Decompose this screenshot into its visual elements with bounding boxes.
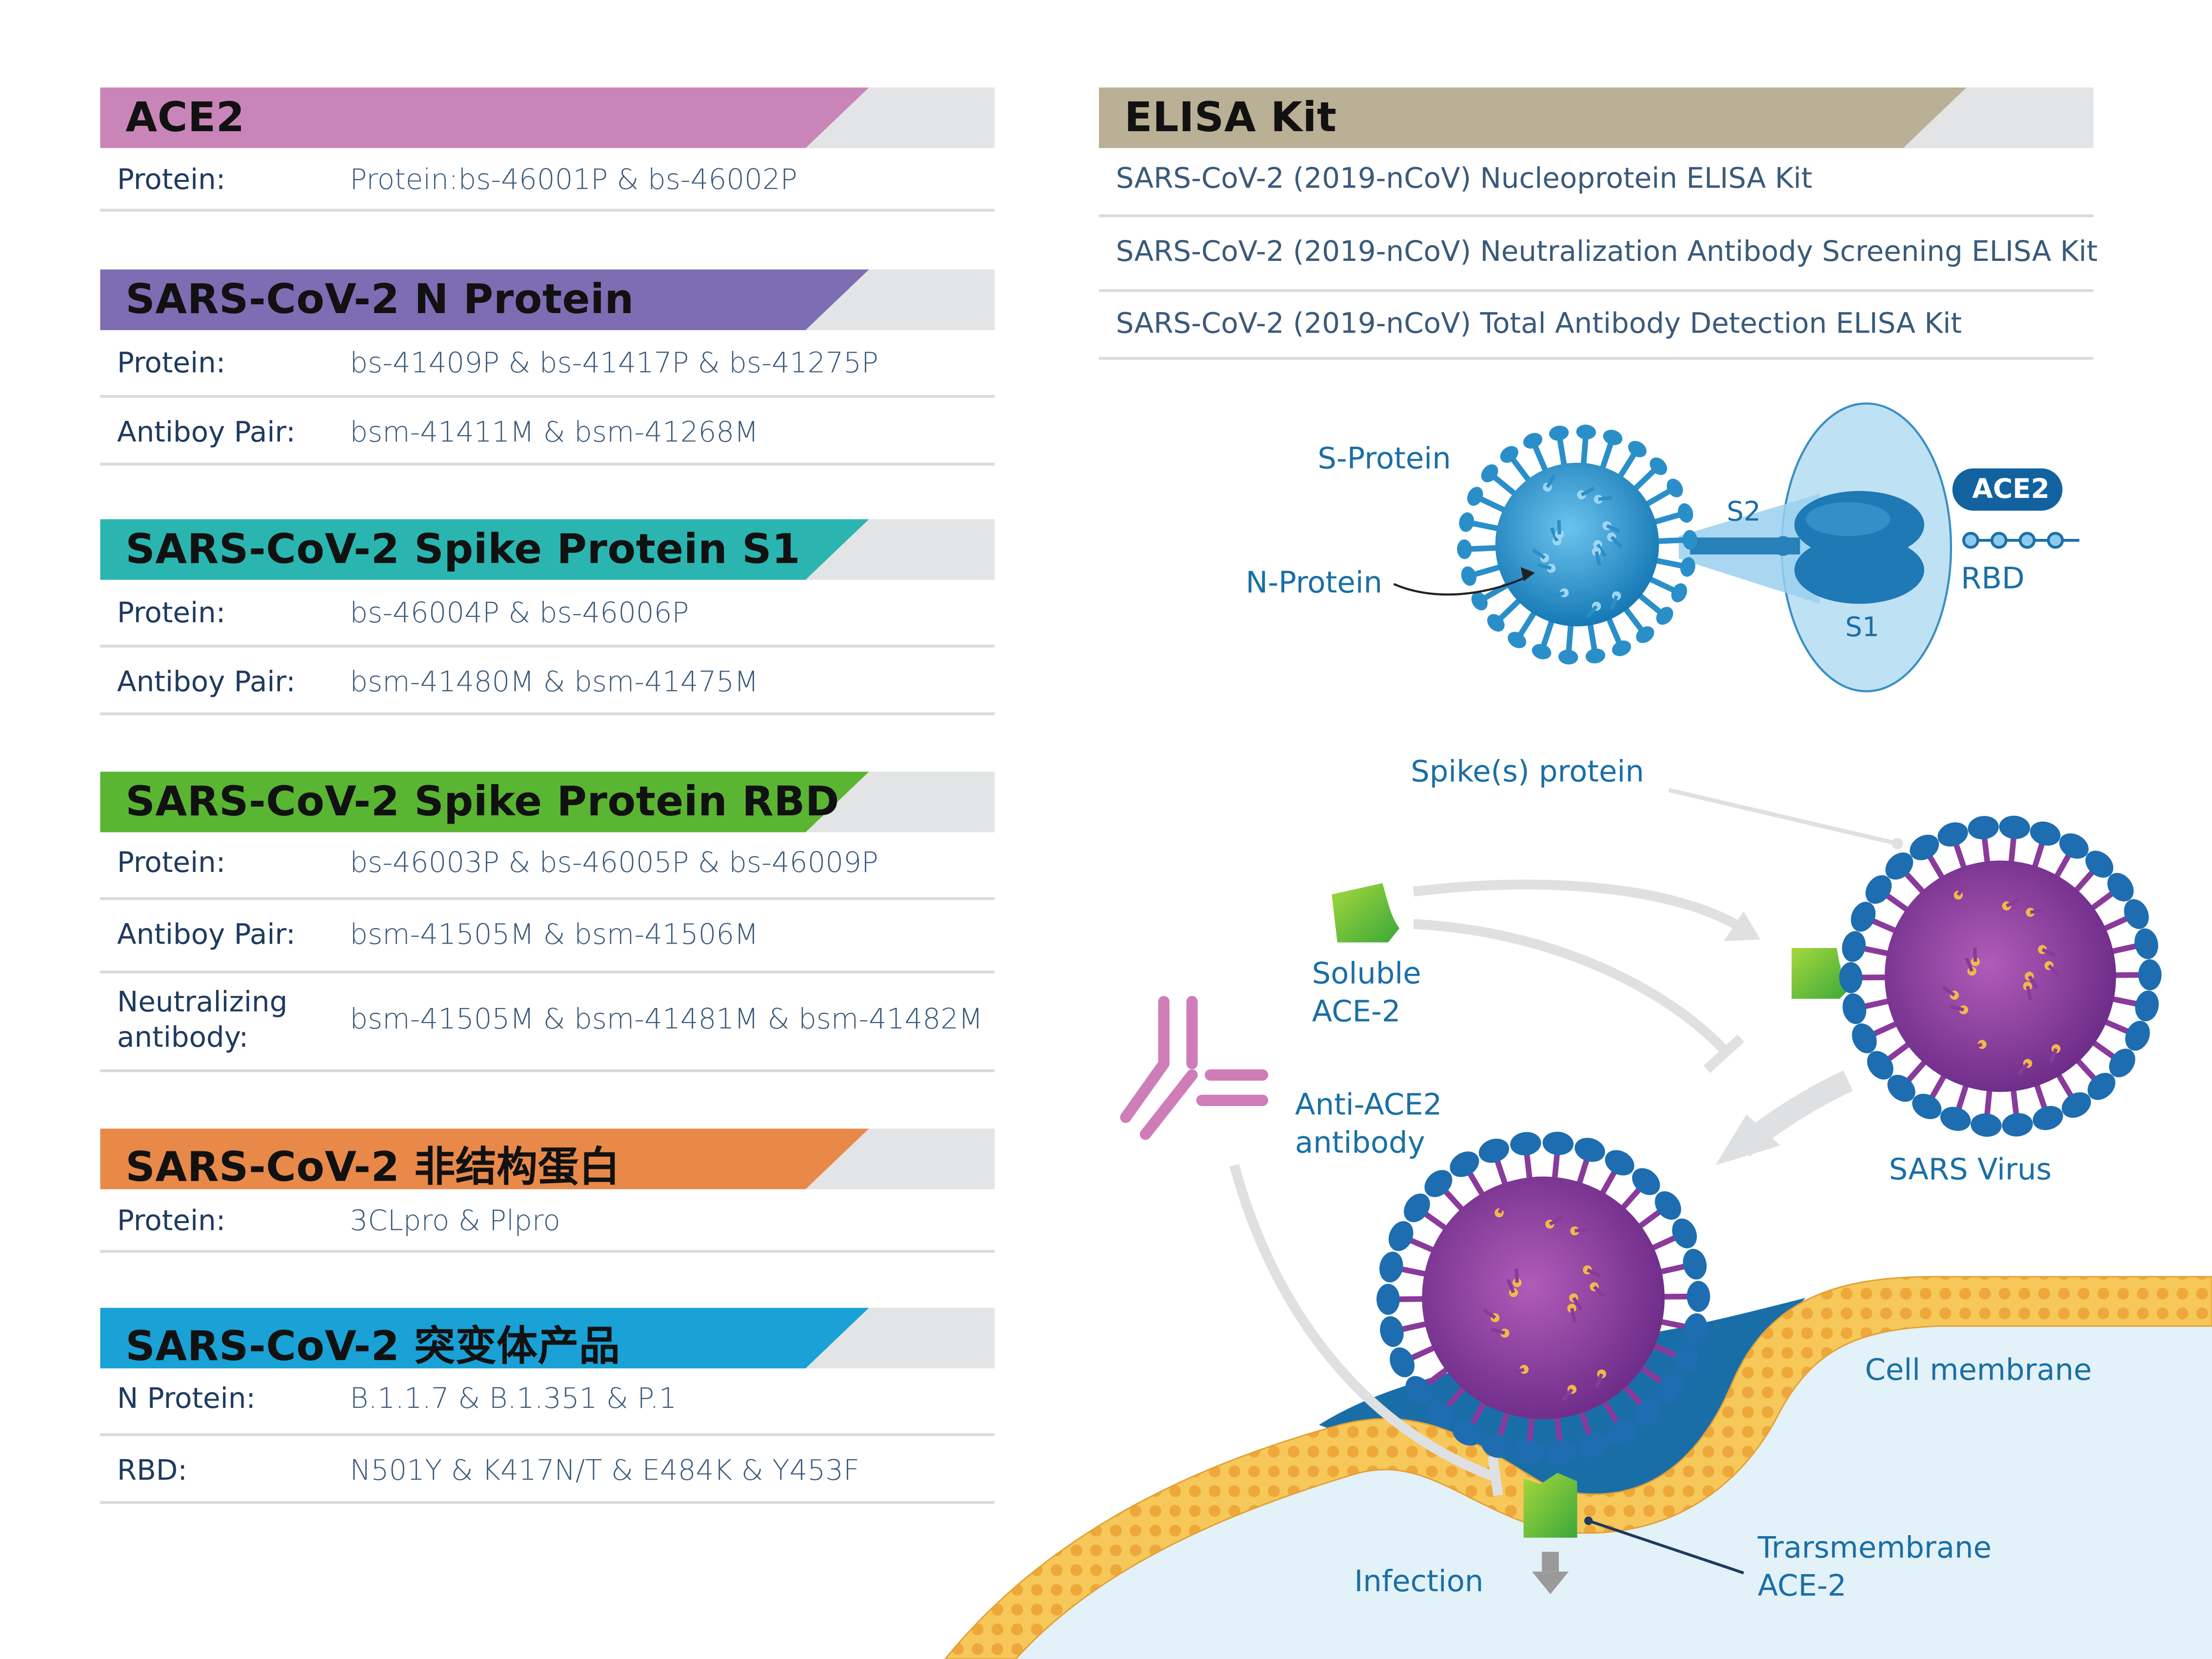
section-header: SARS-CoV-2 突变体产品 <box>100 1307 995 1370</box>
row-value: bs-46003P & bs-46005P & bs-46009P <box>350 845 878 879</box>
cell-membrane <box>944 1276 2212 1659</box>
spike-ace2-diagram <box>1393 402 2080 692</box>
coronavirus-icon <box>1457 424 1697 665</box>
product-row: Protein: bs-41409P & bs-41417P & bs-41275… <box>100 330 995 398</box>
infection-diagram <box>944 788 2212 1659</box>
row-value: bsm-41505M & bsm-41481M & bsm-41482M <box>350 1001 983 1036</box>
s1-label: S1 <box>1845 612 1879 644</box>
s1-lobe <box>1794 536 1924 604</box>
section-header: SARS-CoV-2 非结构蛋白 <box>100 1128 995 1191</box>
product-row: N Protein: B.1.1.7 & B.1.351 & P.1 <box>100 1368 995 1436</box>
infection-label: Infection <box>1354 1564 1484 1599</box>
n-protein-arrow <box>1393 574 1530 596</box>
anti-ace2-label: Anti-ACE2 antibody <box>1295 1087 1442 1160</box>
transmembrane-ace2-icon <box>1523 1473 1577 1538</box>
row-label: Antiboy Pair: <box>117 917 296 951</box>
section-header: SARS-CoV-2 N Protein <box>100 269 995 330</box>
ace2-pill <box>1952 468 2063 511</box>
cell-interior <box>987 1295 2212 1659</box>
section-header-bar <box>100 519 869 580</box>
row-value: bs-41409P & bs-41417P & bs-41275P <box>350 345 878 380</box>
infection-arrow <box>1542 1552 1559 1572</box>
row-label: Protein: <box>117 345 226 380</box>
section-header: ACE2 <box>100 87 995 148</box>
product-row: RBD: N501Y & K417N/T & E484K & Y453F <box>100 1436 995 1504</box>
section-header: SARS-CoV-2 Spike Protein S1 <box>100 519 995 580</box>
product-row: Antiboy Pair: bsm-41505M & bsm-41506M <box>100 900 995 974</box>
row-value: B.1.1.7 & B.1.351 & P.1 <box>350 1381 677 1415</box>
product-row: Antiboy Pair: bsm-41411M & bsm-41268M <box>100 398 995 466</box>
product-row: Neutralizing antibody: bsm-41505M & bsm-4… <box>100 973 995 1072</box>
product-row: Protein: bs-46004P & bs-46006P <box>100 580 995 648</box>
arrow-soluble-to-virus <box>1413 879 1745 933</box>
row-value: N501Y & K417N/T & E484K & Y453F <box>350 1453 860 1487</box>
cell-membrane-label: Cell membrane <box>1865 1353 2092 1387</box>
row-label: RBD: <box>117 1453 187 1487</box>
section-title: SARS-CoV-2 非结构蛋白 <box>125 1143 620 1191</box>
row-value: Protein:bs-46001P & bs-46002P <box>350 162 797 197</box>
sars-virus-icon <box>1839 815 2162 1137</box>
product-row: Antiboy Pair: bsm-41480M & bsm-41475M <box>100 648 995 715</box>
product-row: Protein: 3CLpro & Plpro <box>100 1189 995 1253</box>
transmembrane-ace2-label: Trarsmembrane ACE-2 <box>1757 1530 1992 1603</box>
section-header-bar <box>100 87 869 148</box>
sars-virus-label: SARS Virus <box>1889 1152 2052 1186</box>
section-header-bar <box>100 1128 869 1189</box>
section-title: SARS-CoV-2 Spike Protein S1 <box>125 525 801 573</box>
row-label: Protein: <box>117 162 226 197</box>
section-title: ACE2 <box>125 93 245 141</box>
section-header-bar <box>100 270 869 330</box>
product-row: Protein: bs-46003P & bs-46005P & bs-46009… <box>100 832 995 900</box>
s2-label: S2 <box>1727 496 1761 528</box>
rbd-label: RBD <box>1961 561 2025 595</box>
section-header-bar <box>100 771 869 832</box>
n-protein-label: N-Protein <box>1245 566 1383 600</box>
row-label: Protein: <box>117 1203 226 1238</box>
row-label: Neutralizing antibody: <box>117 985 288 1054</box>
row-value: bsm-41480M & bsm-41475M <box>350 664 759 698</box>
elisa-item: SARS-CoV-2 (2019-nCoV) Nucleoprotein ELI… <box>1099 148 2094 217</box>
row-label: Antiboy Pair: <box>117 664 296 698</box>
elisa-title: ELISA Kit <box>1124 93 1337 141</box>
section-title: SARS-CoV-2 N Protein <box>125 275 634 323</box>
row-value: bs-46004P & bs-46006P <box>350 595 689 630</box>
product-row: Protein: Protein:bs-46001P & bs-46002P <box>100 148 995 212</box>
elisa-header: ELISA Kit <box>1099 87 2094 148</box>
elisa-item: SARS-CoV-2 (2019-nCoV) Neutralization An… <box>1099 217 2097 292</box>
elisa-item: SARS-CoV-2 (2019-nCoV) Total Antibody De… <box>1099 292 2094 360</box>
section-title: SARS-CoV-2 Spike Protein RBD <box>125 777 840 826</box>
row-label: Protein: <box>117 595 226 630</box>
sars-virus-icon <box>1376 1131 1711 1464</box>
ace2-pill-label: ACE2 <box>1972 474 2050 505</box>
row-label: Antiboy Pair: <box>117 415 296 449</box>
row-value: bsm-41411M & bsm-41268M <box>350 415 759 449</box>
row-label: Protein: <box>117 845 226 879</box>
inhibit-line-1 <box>1413 919 1728 1053</box>
section-header-bar <box>100 1308 869 1368</box>
s-protein-label: S-Protein <box>1317 441 1451 475</box>
elisa-header-bar <box>1099 87 1967 148</box>
soluble-ace2-icon <box>1332 883 1400 943</box>
row-value: 3CLpro & Plpro <box>350 1203 560 1238</box>
antibody-icon <box>1120 996 1269 1140</box>
spike-protein-label: Spike(s) protein <box>1411 754 1644 789</box>
soluble-ace2-label: Soluble ACE-2 <box>1312 956 1421 1028</box>
section-title: SARS-CoV-2 突变体产品 <box>125 1322 620 1370</box>
rbd-beads-icon <box>1962 532 2080 549</box>
inhibit-line-2 <box>1229 1164 1497 1482</box>
row-label: N Protein: <box>117 1381 256 1415</box>
bound-ace2-icon <box>1792 948 1851 999</box>
row-value: bsm-41505M & bsm-41506M <box>350 917 759 951</box>
section-header: SARS-CoV-2 Spike Protein RBD <box>100 771 995 832</box>
